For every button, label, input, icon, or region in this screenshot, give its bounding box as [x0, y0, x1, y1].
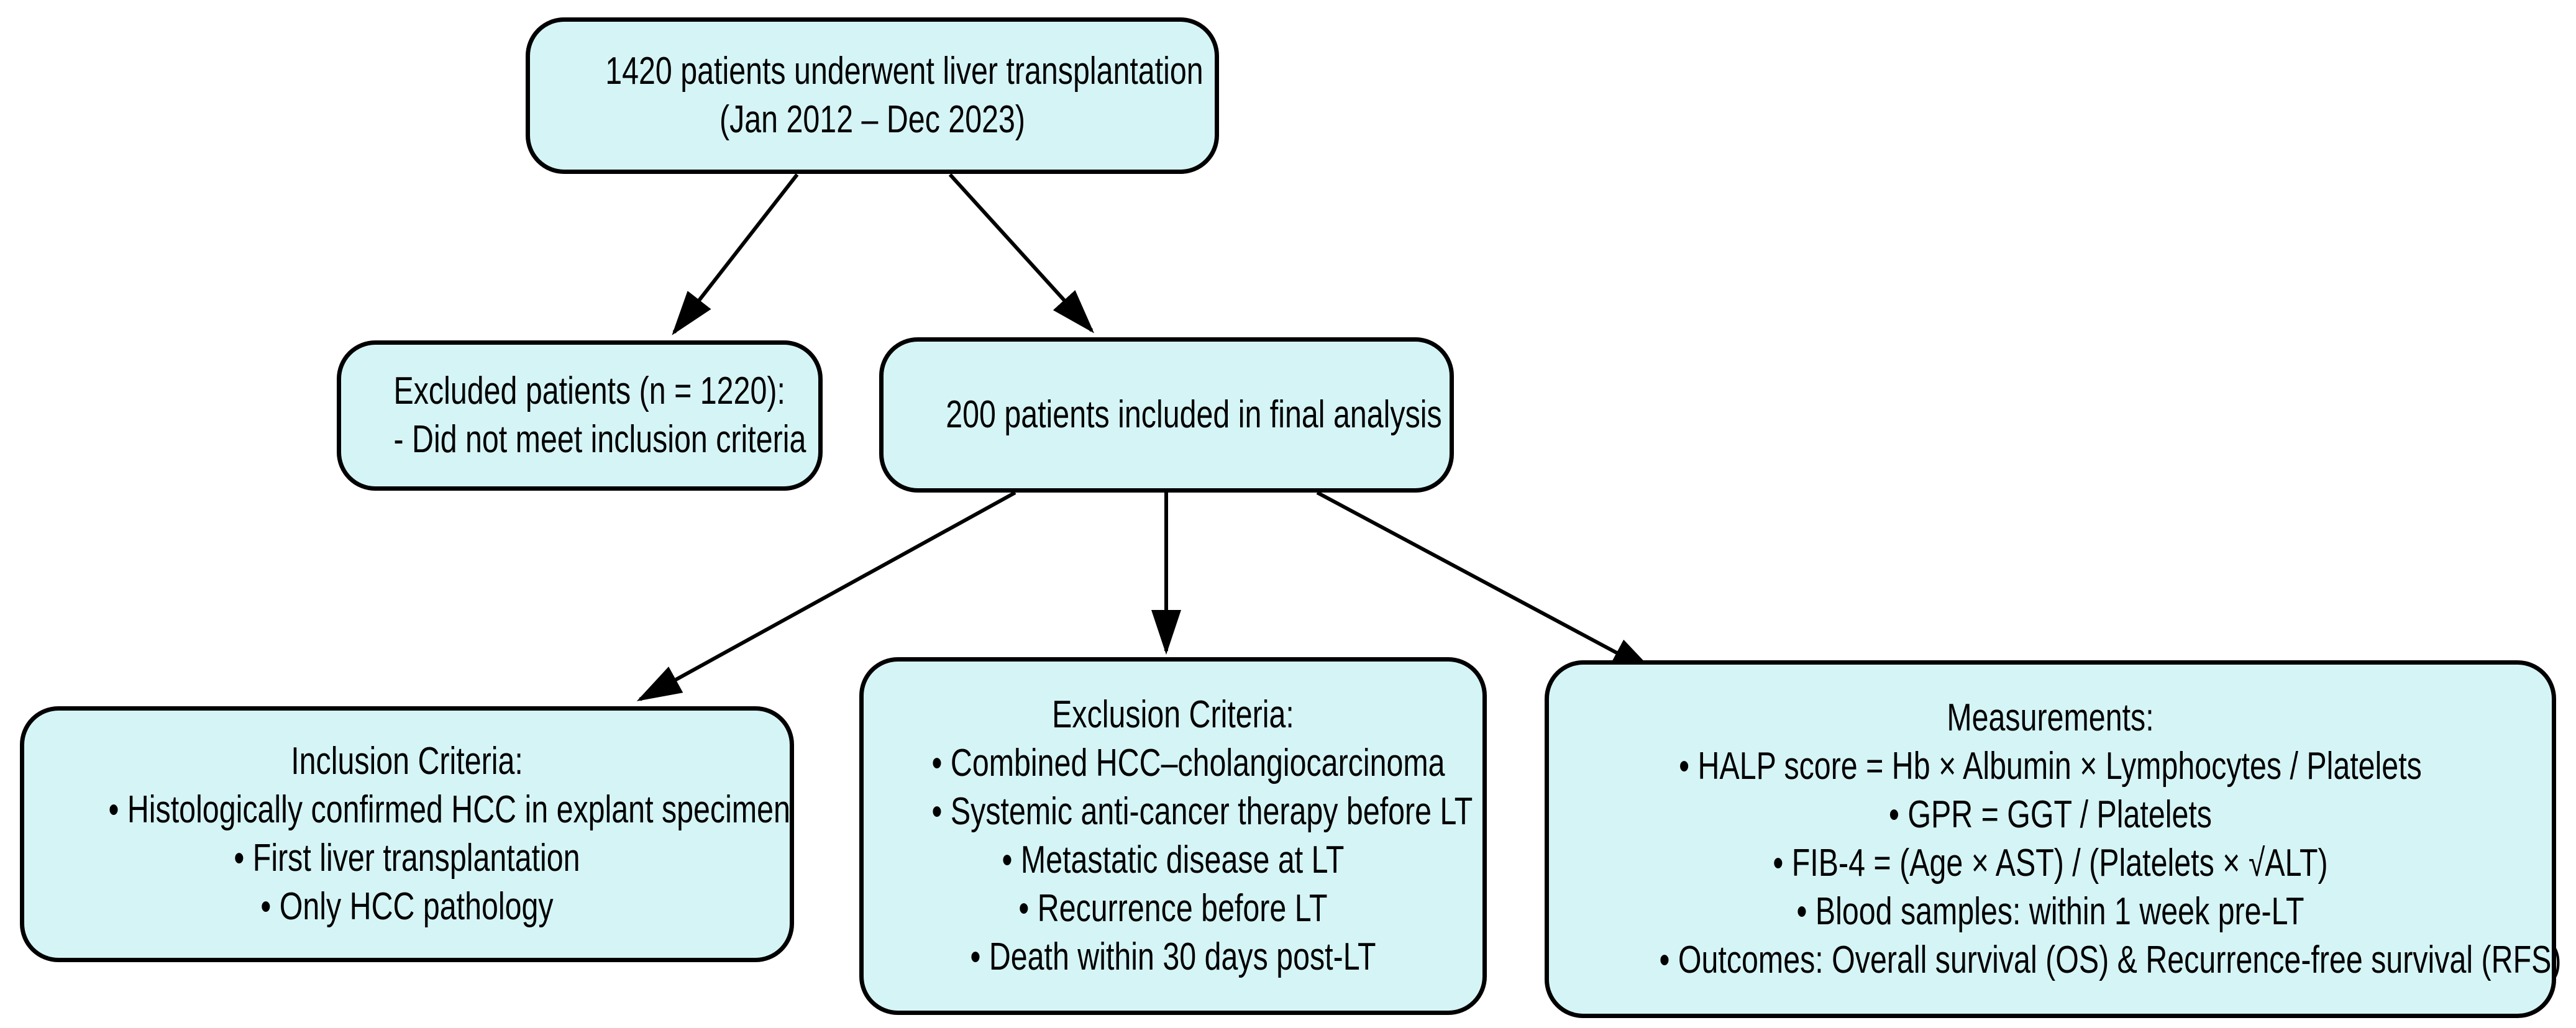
node-text-line: • Metastatic disease at LT — [1002, 839, 1345, 881]
node-text-line: • HALP score = Hb × Albumin × Lymphocyte… — [1679, 745, 2422, 788]
node-excluded-patients: Excluded patients (n = 1220): - Did not … — [337, 340, 823, 491]
node-text-line: • Histologically confirmed HCC in explan… — [108, 788, 790, 831]
node-excluded-patients-text: Excluded patients (n = 1220): - Did not … — [393, 367, 806, 464]
node-exclusion-criteria-text: Exclusion Criteria: • Combined HCC–chola… — [931, 691, 1473, 981]
arrow-included-to-inclusion — [636, 491, 1016, 701]
node-text-line: Inclusion Criteria: — [291, 740, 523, 783]
node-text-line: • FIB-4 = (Age × AST) / (Platelets × √AL… — [1773, 842, 2328, 885]
arrow-total-to-excluded — [672, 173, 799, 335]
node-text-line: • GPR = GGT / Platelets — [1889, 793, 2212, 836]
arrow-included-to-measurements — [1316, 491, 1656, 674]
node-text-line: Excluded patients (n = 1220): — [393, 370, 785, 412]
node-inclusion-criteria-text: Inclusion Criteria: • Histologically con… — [108, 737, 790, 931]
node-text-line: Measurements: — [1947, 696, 2154, 739]
node-inclusion-criteria: Inclusion Criteria: • Histologically con… — [20, 706, 794, 962]
node-text-line: 1420 patients underwent liver transplant… — [605, 50, 1204, 93]
node-measurements: Measurements: • HALP score = Hb × Albumi… — [1545, 660, 2562, 1018]
node-total-patients-text: 1420 patients underwent liver transplant… — [605, 47, 1204, 144]
node-included-patients: 200 patients included in final analysis — [879, 337, 1454, 493]
node-text-line: • First liver transplantation — [234, 837, 580, 880]
node-text-line: • Recurrence before LT — [1018, 887, 1328, 930]
node-text-line: • Only HCC pathology — [260, 885, 554, 928]
node-text-line: • Outcomes: Overall survival (OS) & Recu… — [1659, 939, 2562, 981]
node-text-line: (Jan 2012 – Dec 2023) — [719, 98, 1025, 141]
node-text-line: • Systemic anti-cancer therapy before LT — [931, 790, 1473, 833]
node-text-line: • Combined HCC–cholangiocarcinoma — [931, 742, 1445, 785]
node-text-line: Exclusion Criteria: — [1052, 693, 1294, 736]
node-text-line: • Blood samples: within 1 week pre-LT — [1796, 890, 2304, 933]
node-text-line: 200 patients included in final analysis — [946, 393, 1442, 436]
node-text-line: - Did not meet inclusion criteria — [393, 418, 806, 461]
node-included-patients-text: 200 patients included in final analysis — [946, 391, 1442, 439]
node-exclusion-criteria: Exclusion Criteria: • Combined HCC–chola… — [859, 657, 1487, 1015]
arrow-total-to-included — [948, 173, 1095, 334]
node-text-line: • Death within 30 days post-LT — [970, 935, 1376, 978]
node-total-patients: 1420 patients underwent liver transplant… — [526, 17, 1219, 174]
node-measurements-text: Measurements: • HALP score = Hb × Albumi… — [1659, 694, 2562, 985]
